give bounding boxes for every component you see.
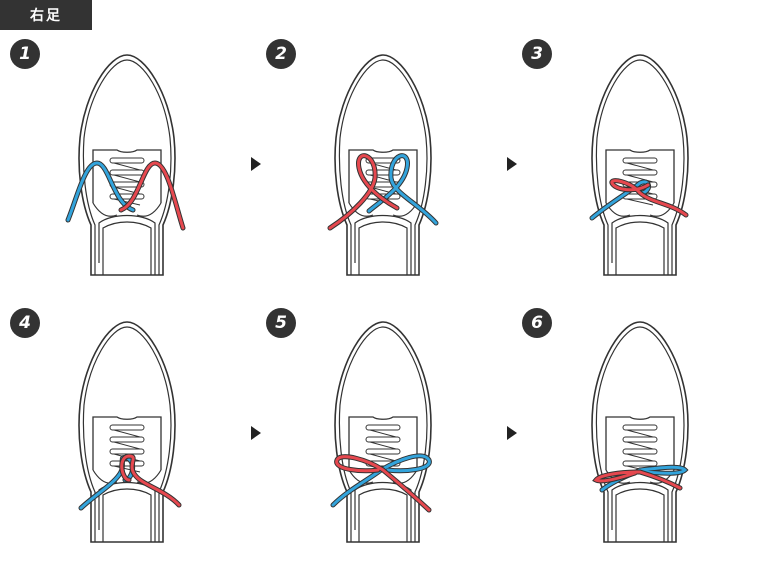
shoe-illustration-step-3 <box>589 54 689 276</box>
lacing <box>109 424 145 473</box>
shoelace-red <box>592 469 683 491</box>
shoe-tongue <box>605 416 675 470</box>
shoe-inner-line <box>82 59 172 275</box>
triangle-right-icon <box>251 426 261 440</box>
shoelace-red <box>334 454 432 513</box>
shoe-illustration-step-4 <box>78 321 182 543</box>
shoe-inner-line <box>338 59 428 275</box>
shoe-inner-line <box>82 326 172 542</box>
shoe-quarter <box>92 202 162 217</box>
shoe-illustration-step-5 <box>330 321 432 543</box>
shoelace-blue <box>65 160 136 223</box>
triangle-right-icon <box>507 157 517 171</box>
shoe-tongue <box>348 149 418 203</box>
shoe-vamp <box>611 481 669 542</box>
foot-label: 右足 <box>0 0 92 30</box>
step-badge-2: 2 <box>266 39 296 69</box>
shoe-tongue <box>92 416 162 470</box>
lacing <box>622 424 658 473</box>
step-badge-4: 4 <box>10 308 40 338</box>
shoe-tongue <box>605 149 675 203</box>
step-badge-1: 1 <box>10 39 40 69</box>
shoe-illustration-step-6 <box>591 321 689 543</box>
step-badge-3: 3 <box>522 39 552 69</box>
triangle-right-icon <box>251 157 261 171</box>
shoe-tongue <box>348 416 418 470</box>
shoe-inner-line <box>595 59 685 275</box>
step-badge-5: 5 <box>266 308 296 338</box>
shoe-illustration-step-2 <box>327 54 439 276</box>
shoe-vamp <box>98 214 156 275</box>
shoelace-blue <box>589 179 651 221</box>
shoe-inner-line <box>595 326 685 542</box>
shoe-inner-line <box>338 326 428 542</box>
shoelace-red <box>609 178 689 218</box>
shoe-vamp <box>354 214 412 275</box>
shoelace-blue <box>366 153 439 226</box>
shoe-tongue <box>92 149 162 203</box>
triangle-right-icon <box>507 426 517 440</box>
step-badge-6: 6 <box>522 308 552 338</box>
shoelace-red <box>327 153 400 231</box>
shoelace-blue <box>330 453 432 508</box>
shoelace-red <box>119 453 182 508</box>
shoe-illustration-step-1 <box>65 54 186 276</box>
shoe-vamp <box>611 214 669 275</box>
shoelace-red <box>118 160 186 231</box>
